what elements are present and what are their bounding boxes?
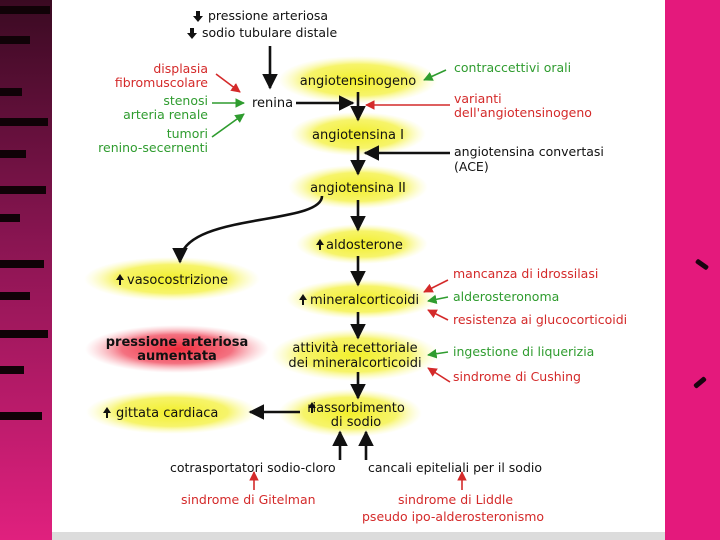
cause-ace-line2: (ACE) [454, 159, 489, 174]
node-attivita-line2: dei mineralcorticoidi [288, 356, 421, 371]
pathway-arrows [172, 46, 450, 460]
up-arrow-icon [103, 407, 111, 418]
left-decorative-frame [0, 0, 52, 540]
up-arrow-icon [308, 402, 316, 413]
glow-attivita [271, 329, 439, 381]
glow-riassorbimento [278, 389, 422, 437]
node-glows [84, 56, 439, 437]
cause-contraccettivi: contraccettivi orali [454, 60, 571, 75]
node-labels: angiotensinogeno renina angiotensina I a… [103, 74, 422, 430]
arrow-contraccettivi [423, 69, 447, 81]
frame-stripe [0, 88, 22, 96]
arrow-liquerizia [427, 348, 449, 359]
node-angiotensinogeno: angiotensinogeno [300, 74, 416, 89]
frame-stripe [0, 366, 24, 374]
cause-cotrasportatori: cotrasportatori sodio-cloro [170, 460, 336, 475]
cause-varianti-line1: varianti [454, 91, 502, 106]
right-decorative-frame [665, 0, 720, 540]
node-mineralcorticoidi: mineralcorticoidi [310, 293, 419, 308]
arrow-tumori [211, 113, 245, 138]
arrow-alderosteronoma [427, 294, 449, 305]
frame-stripe [0, 150, 26, 158]
frame-stripe [0, 6, 50, 14]
glow-aldosterone [296, 224, 428, 264]
cause-cushing: sindrome di Cushing [453, 369, 581, 384]
frame-stripe [0, 118, 48, 126]
frame-stripe [0, 36, 30, 44]
node-attivita-line1: attività recettoriale [292, 341, 417, 356]
cause-stenosi-line1: stenosi [163, 93, 208, 108]
up-arrow-icon [299, 294, 307, 305]
frame-stripe [0, 214, 20, 222]
up-arrow-icon [116, 274, 124, 285]
cause-canali: cancali epiteliali per il sodio [368, 460, 542, 475]
glow-angiotensinogeno [278, 56, 438, 104]
frame-stripe [0, 260, 44, 268]
right-causes: contraccettivi orali varianti dell'angio… [453, 60, 627, 384]
arrow-cushing [427, 367, 451, 383]
node-angiotensina2: angiotensina II [310, 181, 406, 196]
cause-stenosi-line2: arteria renale [123, 107, 208, 122]
cause-liddle-line2: pseudo ipo-alderosteronismo [362, 509, 544, 524]
glow-vasocostrizione [84, 257, 260, 301]
top-cause-pressione: pressione arteriosa [208, 8, 328, 23]
frame-stripe [0, 186, 46, 194]
down-arrow-icon [193, 11, 203, 22]
bottom-band [52, 532, 665, 540]
node-pressione-line1: pressione arteriosa [106, 335, 249, 350]
top-causes: pressione arteriosa sodio tubulare dista… [187, 8, 337, 40]
arrow-displasia [215, 73, 241, 93]
cause-gitelman: sindrome di Gitelman [181, 492, 316, 507]
glow-gittata [86, 390, 258, 434]
frame-stripe [0, 330, 48, 338]
cause-tumori-line2: renino-secernenti [98, 140, 208, 155]
node-aldosterone: aldosterone [326, 238, 403, 253]
frame-stripe [0, 412, 42, 420]
node-vasocostrizione: vasocostrizione [127, 273, 228, 288]
node-pressione-line2: aumentata [137, 349, 217, 364]
arrow-resistenza [427, 309, 449, 321]
frame-stripe [0, 292, 30, 300]
glow-pressione-aumentata [85, 325, 269, 373]
bottom-causes: cotrasportatori sodio-cloro cancali epit… [170, 460, 544, 524]
glow-mineralcorticoidi [286, 279, 438, 319]
red-arrows [215, 73, 467, 490]
cause-liquerizia: ingestione di liquerizia [453, 344, 594, 359]
cause-alderosteronoma: alderosteronoma [453, 289, 559, 304]
cause-displasia-line1: displasia [153, 61, 208, 76]
cause-tumori-line1: tumori [167, 126, 208, 141]
cause-ace-line1: angiotensina convertasi [454, 144, 604, 159]
green-arrows [211, 69, 449, 359]
node-gittata: gittata cardiaca [116, 406, 218, 421]
top-cause-sodio: sodio tubulare distale [202, 25, 337, 40]
node-renina: renina [252, 96, 293, 111]
cause-mancanza: mancanza di idrossilasi [453, 266, 598, 281]
node-angiotensina1: angiotensina I [312, 128, 404, 143]
glow-angiotensina1 [290, 112, 426, 156]
down-arrow-icon [187, 28, 197, 39]
left-causes: displasia fibromuscolare stenosi arteria… [98, 61, 208, 155]
arrow-mancanza [423, 279, 449, 293]
node-riassorbimento-line2: di sodio [331, 415, 382, 430]
arrow-to-vasocostrizione [172, 195, 324, 264]
up-arrow-icon [316, 239, 324, 250]
cause-varianti-line2: dell'angiotensinogeno [454, 105, 592, 120]
cause-displasia-line2: fibromuscolare [115, 75, 208, 90]
node-riassorbimento-line1: riassorbimento [307, 401, 405, 416]
cause-liddle-line1: sindrome di Liddle [398, 492, 513, 507]
cause-resistenza: resistenza ai glucocorticoidi [453, 312, 627, 327]
